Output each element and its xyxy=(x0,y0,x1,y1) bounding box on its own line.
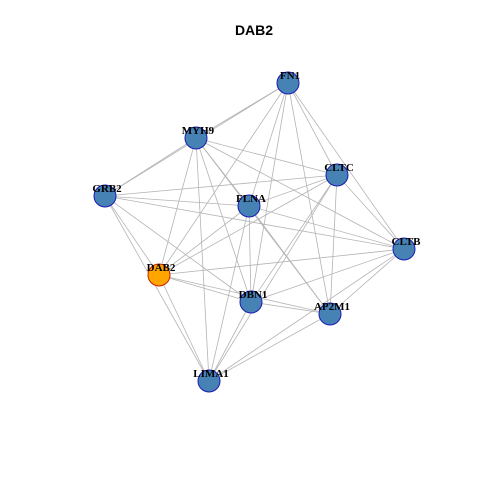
edge-cltc-lima1 xyxy=(208,174,338,382)
node-label-fn1: FN1 xyxy=(280,70,300,82)
edge-myh9-cltc xyxy=(195,137,338,176)
edge-myh9-dab2 xyxy=(158,137,197,276)
edge-fn1-dbn1 xyxy=(250,82,289,303)
edge-dbn1-lima1 xyxy=(208,301,252,382)
node-label-dbn1: DBN1 xyxy=(239,289,268,301)
diagram-title: DAB2 xyxy=(235,22,273,38)
node-flna[interactable] xyxy=(237,194,261,218)
edge-myh9-dbn1 xyxy=(195,137,252,303)
edge-ap2m1-lima1 xyxy=(208,313,331,382)
edge-dab2-dbn1 xyxy=(158,274,252,303)
edge-cltc-cltb xyxy=(336,174,405,250)
node-label-cltc: CLTC xyxy=(324,162,354,174)
edge-layer xyxy=(104,82,405,382)
node-grb2[interactable] xyxy=(93,184,117,208)
node-dab2[interactable] xyxy=(147,263,171,287)
edge-flna-cltb xyxy=(248,205,405,250)
edge-myh9-grb2 xyxy=(104,137,197,197)
edge-grb2-lima1 xyxy=(104,195,210,382)
edge-myh9-cltb xyxy=(195,137,405,250)
edge-cltc-dbn1 xyxy=(250,174,338,303)
node-myh9[interactable] xyxy=(184,126,208,150)
edge-grb2-dab2 xyxy=(104,195,160,276)
node-label-cltb: CLTB xyxy=(392,236,422,248)
node-label-dab2: DAB2 xyxy=(147,262,176,274)
edge-flna-dab2 xyxy=(158,205,250,276)
edge-cltb-dab2 xyxy=(158,248,405,276)
edge-cltc-dab2 xyxy=(158,174,338,276)
node-label-grb2: GRB2 xyxy=(92,183,122,195)
node-label-ap2m1: AP2M1 xyxy=(314,301,350,313)
edge-cltb-lima1 xyxy=(208,248,405,382)
edge-fn1-cltb xyxy=(287,82,405,250)
node-cltb[interactable] xyxy=(392,237,416,261)
edge-fn1-dab2 xyxy=(158,82,289,276)
edge-cltb-ap2m1 xyxy=(329,248,405,315)
edge-cltc-grb2 xyxy=(104,174,338,197)
node-label-flna: FLNA xyxy=(236,193,266,205)
edge-myh9-lima1 xyxy=(195,137,210,382)
edge-cltb-dbn1 xyxy=(250,248,405,303)
edge-dbn1-ap2m1 xyxy=(250,301,331,315)
node-cltc[interactable] xyxy=(325,163,349,187)
edge-fn1-flna xyxy=(248,82,289,207)
node-label-lima1: LIMA1 xyxy=(193,368,228,380)
edge-fn1-cltc xyxy=(287,82,338,176)
edge-grb2-cltb xyxy=(104,195,405,250)
edge-grb2-flna xyxy=(104,195,250,207)
node-dbn1[interactable] xyxy=(239,290,263,314)
node-fn1[interactable] xyxy=(276,71,300,95)
node-lima1[interactable] xyxy=(197,369,221,393)
edge-cltc-flna xyxy=(248,174,338,207)
edge-flna-lima1 xyxy=(208,205,250,382)
edge-cltc-ap2m1 xyxy=(329,174,338,315)
node-ap2m1[interactable] xyxy=(318,302,342,326)
node-label-myh9: MYH9 xyxy=(182,125,215,137)
edge-flna-dbn1 xyxy=(248,205,252,303)
node-layer xyxy=(93,71,416,393)
edge-dab2-lima1 xyxy=(158,274,210,382)
edge-flna-ap2m1 xyxy=(248,205,331,315)
edge-grb2-dbn1 xyxy=(104,195,252,303)
